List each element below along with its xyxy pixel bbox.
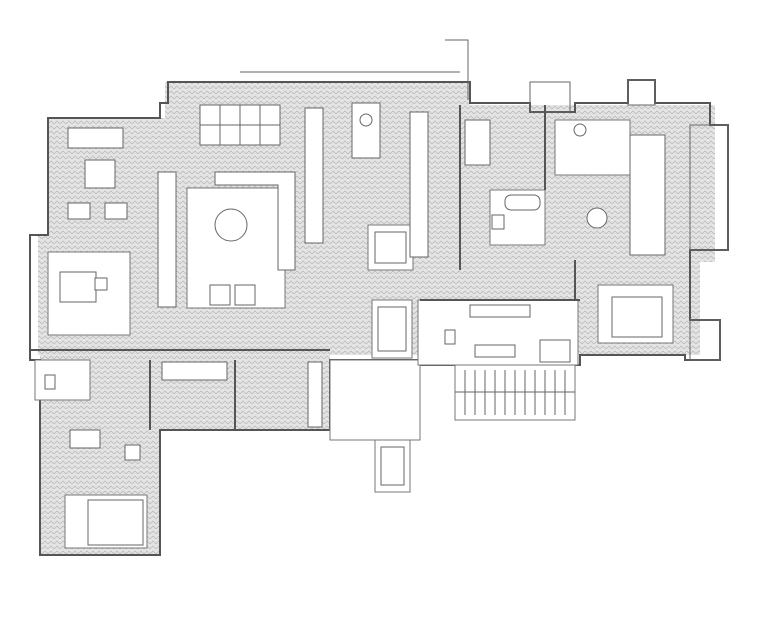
lower-shaft bbox=[374, 439, 411, 493]
furniture bbox=[47, 102, 674, 549]
core bbox=[329, 224, 576, 493]
elevator-shaft bbox=[371, 299, 413, 359]
side-table bbox=[84, 159, 116, 189]
wardrobe bbox=[304, 107, 324, 244]
interior-walls bbox=[30, 105, 580, 430]
bench bbox=[161, 361, 228, 381]
bathrooms bbox=[34, 189, 579, 401]
armchair bbox=[104, 202, 128, 220]
kitchen-island bbox=[351, 102, 381, 159]
chair bbox=[209, 284, 231, 306]
master-bed bbox=[554, 119, 631, 176]
closet bbox=[629, 134, 666, 256]
sofa-grid bbox=[67, 127, 124, 149]
outer-walls bbox=[29, 39, 729, 556]
kitchen-counter bbox=[409, 111, 429, 258]
armchair bbox=[67, 202, 91, 220]
chair bbox=[94, 277, 108, 291]
wc-left bbox=[34, 359, 91, 401]
corner-sofa bbox=[214, 171, 296, 271]
shelf bbox=[307, 361, 323, 428]
bed-left bbox=[64, 494, 148, 549]
bed-right bbox=[597, 284, 674, 344]
cabinet bbox=[464, 119, 491, 166]
stair-hall bbox=[329, 359, 421, 441]
coffee-table bbox=[214, 208, 248, 242]
storage-unit bbox=[157, 171, 177, 308]
armchair-left bbox=[124, 444, 141, 461]
desk-left bbox=[69, 429, 101, 449]
desk bbox=[59, 271, 97, 303]
chair bbox=[234, 284, 256, 306]
round-table bbox=[586, 207, 608, 229]
